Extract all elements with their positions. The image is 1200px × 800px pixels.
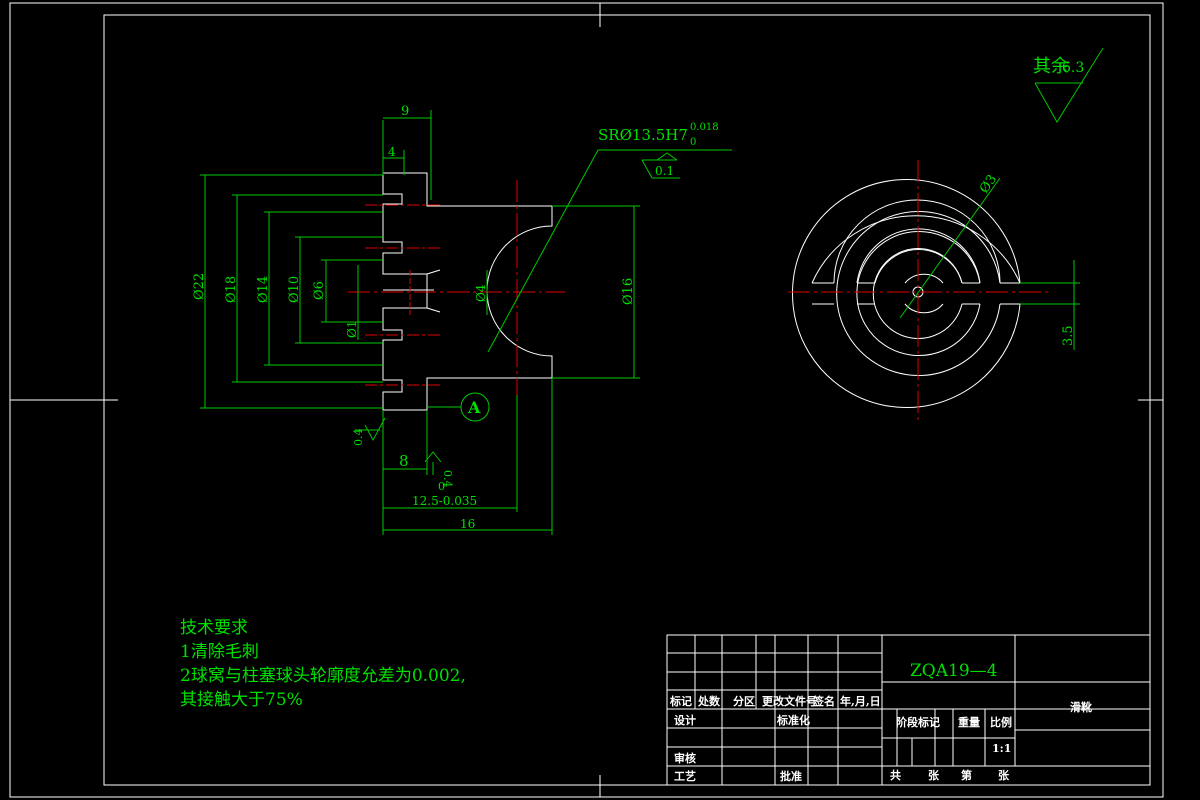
dim-d3: Ø3: [977, 172, 1000, 196]
hdr-count: 处数: [697, 694, 721, 708]
roughness-bottom-zero: 0: [438, 480, 445, 493]
callout-tol-upper: 0.018: [690, 122, 719, 133]
dim-d10: Ø10: [287, 276, 302, 303]
total-label: 共: [890, 768, 901, 782]
section-hatch: [382, 172, 553, 411]
dim-d1: Ø1: [345, 321, 359, 338]
stage-label: 阶段标记: [896, 715, 940, 729]
dim-d16: Ø16: [621, 278, 636, 305]
sheet-label: 张: [998, 768, 1010, 782]
notes-line1: 1清除毛刺: [180, 642, 259, 662]
hdr-sign: 签名: [812, 694, 835, 708]
dim-12-5: 12.5-0.035: [412, 494, 477, 508]
dim-d18: Ø18: [224, 276, 239, 303]
hdr-date: 年,月,日: [840, 694, 881, 708]
hdr-mark: 标记: [669, 694, 692, 708]
dim-16: 16: [460, 517, 475, 531]
weight-label: 重量: [958, 715, 980, 729]
callout-tol-lower: 0: [690, 137, 696, 148]
section-view: [348, 172, 565, 411]
sheets-label: 张: [928, 768, 940, 782]
roughness-left: 0.4: [352, 429, 365, 447]
drawing-number: ZQA19—4: [910, 661, 997, 681]
notes-title: 技术要求: [180, 618, 248, 638]
section-dimensions: 9 4 Ø22 Ø18 Ø14 Ø10 Ø6 Ø1 Ø4 Ø16: [192, 104, 640, 535]
datum-a: A: [467, 398, 481, 417]
roughness-symbol: 其余 6.3: [1033, 47, 1104, 123]
dim-d14: Ø14: [256, 276, 271, 303]
callout-roughness: 0.1: [655, 164, 674, 178]
callout-radius: SRØ13.5H7: [598, 126, 688, 144]
notes-line2: 2球窝与柱塞球头轮廓度允差为0.002,: [180, 666, 466, 686]
hdr-docno: 更改文件号: [762, 694, 817, 708]
scale-value: 1:1: [992, 742, 1011, 755]
dim-d6: Ø6: [312, 281, 327, 300]
roughness-label: 其余: [1033, 56, 1069, 77]
roughness-value: 6.3: [1062, 60, 1084, 76]
dim-4: 4: [388, 145, 396, 159]
dim-8: 8: [399, 452, 409, 470]
hdr-zone: 分区: [733, 694, 755, 708]
roughness-bottom: 0.4: [441, 470, 454, 488]
process-label: 工艺: [674, 769, 696, 783]
notes-line3: 其接触大于75%: [180, 690, 303, 710]
dim-slot: 3.5: [1061, 325, 1076, 346]
dim-d4: Ø4: [474, 284, 488, 302]
approve-label: 批准: [780, 769, 802, 783]
title-block: ZQA19—4 滑靴 标记 处数 分区 更改文件号 签名 年,月,日 设计 标准…: [666, 634, 1151, 786]
dim-d22: Ø22: [192, 273, 207, 300]
part-name: 滑靴: [1070, 700, 1092, 714]
scale-label: 比例: [990, 715, 1012, 729]
review-label: 审核: [674, 751, 696, 765]
standard-label: 标准化: [776, 713, 810, 727]
dim-9: 9: [401, 104, 409, 119]
technical-notes: 技术要求 1清除毛刺 2球窝与柱塞球头轮廓度允差为0.002, 其接触大于75%: [180, 618, 466, 710]
drawing-frame: [9, 2, 1164, 798]
nth-label: 第: [961, 768, 972, 782]
design-label: 设计: [674, 713, 696, 727]
front-view: Ø3 3.5: [788, 160, 1080, 420]
radius-callout: SRØ13.5H7 0.018 0 0.1: [487, 122, 732, 353]
